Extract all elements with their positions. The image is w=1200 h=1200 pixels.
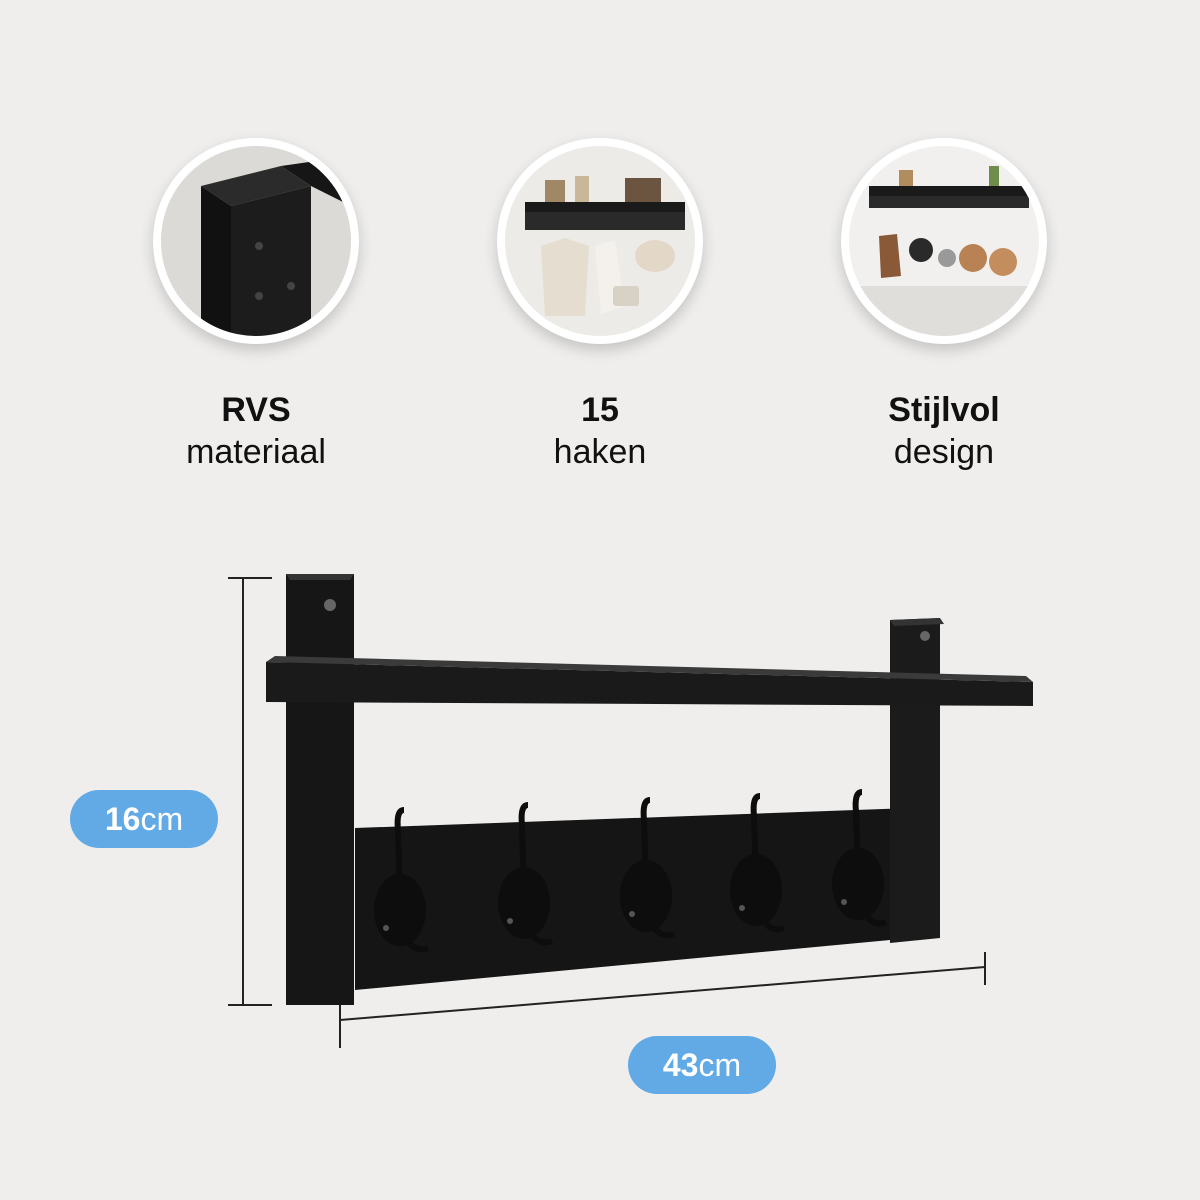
feature-title: Stijlvol bbox=[888, 391, 1000, 429]
height-dimension-line bbox=[228, 577, 272, 1006]
right-post bbox=[890, 618, 944, 943]
hook bbox=[620, 797, 676, 939]
height-unit: cm bbox=[140, 800, 184, 837]
kitchen-rack-photo-icon bbox=[849, 146, 1039, 336]
width-value: 43 bbox=[662, 1046, 699, 1083]
feature-hooks: 15 haken bbox=[450, 138, 750, 474]
width-unit: cm bbox=[698, 1046, 742, 1083]
left-post bbox=[286, 574, 354, 1005]
hooks bbox=[374, 789, 888, 953]
hook bbox=[730, 793, 786, 933]
feature-subtitle: design bbox=[893, 433, 995, 471]
feature-subtitle: haken bbox=[553, 433, 647, 471]
clothes-rack-photo-icon bbox=[505, 146, 695, 336]
feature-design: Stijlvol design bbox=[794, 138, 1094, 474]
feature-image-frame bbox=[153, 138, 359, 344]
shelf-bar bbox=[266, 656, 1033, 706]
hook bbox=[832, 789, 888, 927]
feature-image-frame bbox=[841, 138, 1047, 344]
feature-title: 15 bbox=[581, 391, 619, 429]
feature-material: RVS materiaal bbox=[106, 138, 406, 474]
width-dimension-line bbox=[339, 952, 986, 1048]
hook bbox=[498, 802, 554, 946]
bracket-closeup-photo-icon bbox=[161, 146, 351, 336]
feature-title: RVS bbox=[221, 391, 291, 429]
height-value: 16 bbox=[104, 800, 141, 837]
feature-subtitle: materiaal bbox=[186, 433, 326, 471]
hook bbox=[374, 807, 430, 953]
feature-image-frame bbox=[497, 138, 703, 344]
